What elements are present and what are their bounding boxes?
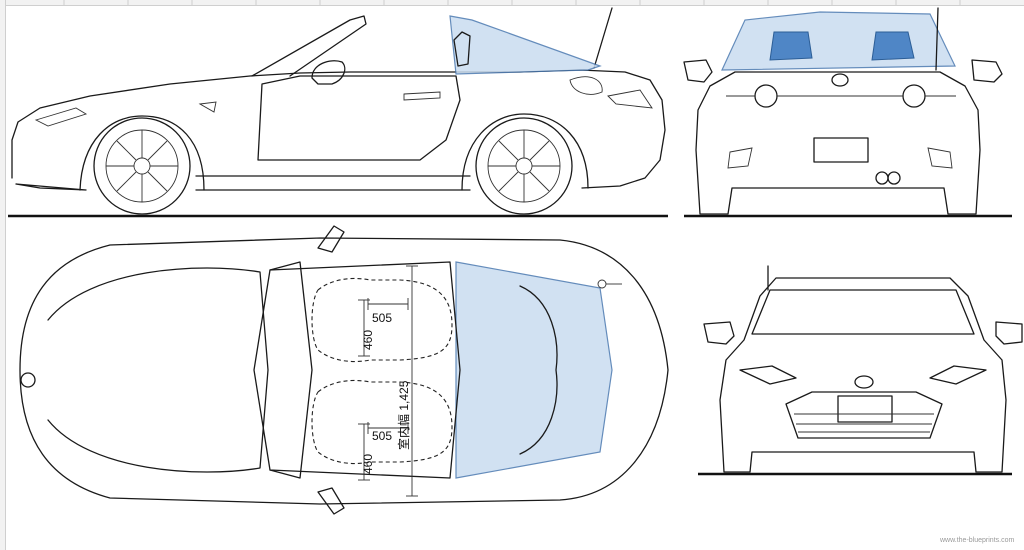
front-windshield — [751, 289, 975, 335]
side-windshield-frame — [251, 15, 367, 77]
rear-body-outline — [695, 71, 981, 215]
spreadsheet-grid-left — [0, 0, 6, 550]
side-taillight — [607, 89, 653, 109]
front-body-outline — [719, 277, 1007, 473]
rear-exhaust-right — [887, 171, 901, 185]
rear-mirror-right — [971, 59, 1003, 83]
top-fuel-cap — [597, 279, 607, 289]
rear-taillight-left — [754, 84, 778, 108]
watermark: www.the-blueprints.com — [939, 537, 1014, 544]
top-seat-rear — [311, 379, 453, 465]
side-rollbar-glass — [449, 15, 602, 75]
top-rollbar-glass — [455, 261, 613, 479]
dim-rear-seat-depth-label: 460 — [361, 454, 375, 474]
side-front-vent — [198, 101, 217, 113]
side-antenna — [593, 7, 613, 69]
rear-view — [683, 7, 1012, 218]
dim-front-seat-depth — [358, 299, 370, 357]
front-mirror-right — [995, 321, 1023, 345]
top-body-outline — [19, 237, 669, 505]
side-headlight — [34, 107, 88, 127]
front-view — [698, 265, 1023, 476]
top-hood — [47, 267, 269, 473]
side-front-arch — [79, 115, 205, 191]
dim-interior-width-label: 室内幅 1,425 — [396, 380, 411, 450]
top-view: 505 460 505 460 室内幅 1,425 — [19, 225, 669, 515]
side-mirror — [311, 60, 346, 85]
rear-badge — [831, 73, 849, 87]
rear-headrest-left — [769, 31, 813, 61]
side-door-handle — [403, 91, 441, 101]
side-view — [8, 7, 668, 218]
dim-rear-seat-depth — [358, 423, 370, 481]
rear-reflector-right — [927, 147, 953, 169]
top-windshield — [269, 261, 313, 479]
front-headlight-right — [929, 365, 987, 385]
side-door — [257, 75, 461, 161]
side-rear-wheel — [475, 117, 573, 215]
rear-antenna — [935, 7, 939, 71]
side-front-wheel — [93, 117, 191, 215]
rear-reflector-left — [727, 147, 753, 169]
front-mirror-left — [703, 321, 735, 345]
front-badge — [854, 375, 874, 389]
dim-rear-seat-width-label: 505 — [372, 429, 392, 443]
side-seat-headrest — [453, 31, 471, 67]
front-plate — [837, 395, 893, 423]
front-grille — [785, 391, 943, 439]
dim-front-seat-depth-label: 460 — [361, 330, 375, 350]
dim-front-seat-width — [367, 298, 409, 310]
top-mirror-upper — [317, 225, 345, 253]
front-grille-bars — [794, 413, 934, 433]
dim-interior-width — [406, 265, 418, 497]
rear-taillight-right — [902, 84, 926, 108]
top-mirror-lower — [317, 487, 345, 515]
rear-rollbar-glass — [721, 11, 956, 71]
top-seat-front — [311, 277, 453, 363]
side-rear-arch — [461, 113, 589, 191]
top-cabin — [253, 261, 461, 479]
dim-front-seat-width-label: 505 — [372, 311, 392, 325]
front-headlight-left — [739, 365, 797, 385]
rear-headrest-right — [871, 31, 915, 61]
rear-exhaust-left — [875, 171, 889, 185]
spreadsheet-grid-top — [0, 0, 1024, 6]
side-rocker — [195, 175, 471, 191]
top-front-badge — [20, 372, 36, 388]
rear-mirror-left — [683, 59, 713, 83]
top-trunk — [519, 285, 558, 455]
side-fuel-lid — [569, 76, 603, 95]
rear-plate — [813, 137, 869, 163]
